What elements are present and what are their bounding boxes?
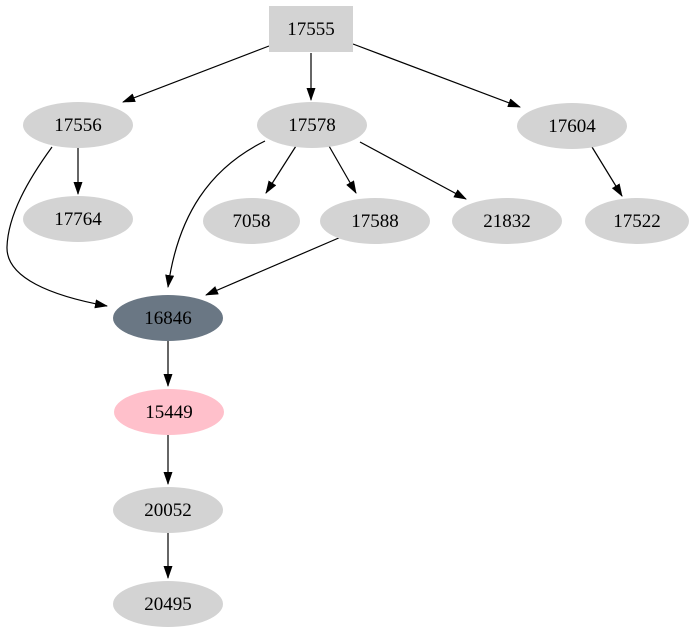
node-label: 20052 bbox=[144, 499, 192, 521]
node-label: 17522 bbox=[613, 210, 661, 232]
node-17578: 17578 bbox=[257, 102, 367, 148]
edge-17578-to-7058 bbox=[265, 145, 297, 194]
node-label: 17578 bbox=[288, 114, 336, 136]
node-label: 17588 bbox=[351, 210, 399, 232]
node-17522: 17522 bbox=[585, 198, 689, 244]
edge-17555-to-17556 bbox=[122, 45, 270, 103]
node-17555: 17555 bbox=[269, 6, 353, 52]
node-label: 16846 bbox=[144, 307, 192, 329]
node-label: 15449 bbox=[145, 401, 193, 423]
node-17588: 17588 bbox=[320, 198, 430, 244]
edge-17604-to-17522 bbox=[591, 146, 623, 197]
node-17556: 17556 bbox=[23, 102, 133, 148]
node-label: 21832 bbox=[483, 210, 531, 232]
node-label: 17556 bbox=[54, 114, 102, 136]
node-16846: 16846 bbox=[113, 295, 223, 341]
node-label: 7058 bbox=[232, 210, 271, 232]
edge-17578-to-21832 bbox=[359, 141, 467, 200]
node-7058: 7058 bbox=[203, 198, 300, 244]
node-20052: 20052 bbox=[113, 487, 223, 533]
node-20495: 20495 bbox=[113, 581, 223, 627]
node-17604: 17604 bbox=[517, 103, 627, 149]
node-label: 17764 bbox=[54, 208, 102, 230]
edge-17555-to-17604 bbox=[352, 43, 521, 108]
edge-17588-to-16846 bbox=[205, 236, 342, 296]
node-17764: 17764 bbox=[23, 196, 133, 242]
node-label: 17555 bbox=[287, 18, 335, 40]
node-label: 17604 bbox=[548, 115, 596, 137]
node-21832: 21832 bbox=[452, 198, 562, 244]
edge-17578-to-17588 bbox=[328, 145, 357, 194]
node-15449: 15449 bbox=[114, 389, 224, 435]
node-label: 20495 bbox=[144, 593, 192, 615]
